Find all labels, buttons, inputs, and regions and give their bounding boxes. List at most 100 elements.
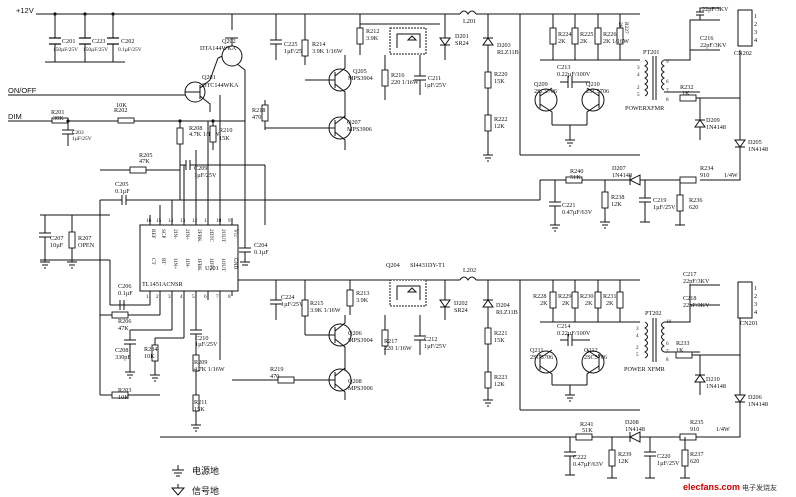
d210-ref: D210 (706, 376, 720, 383)
c222-value: 0.47µF/63V (573, 461, 604, 468)
r226-value: 2K 1/16W (603, 38, 629, 45)
r240-value: 51K (570, 174, 581, 181)
ic-pin-bottom-2: RT (160, 258, 166, 265)
r203-value: 10K (118, 394, 129, 401)
d202-value: SR24 (454, 307, 468, 314)
c207-ref: C207 (50, 235, 63, 242)
c203-ref: C203 (72, 130, 84, 136)
r205-value: 47K (139, 158, 150, 165)
r213-ref: R213 (356, 290, 369, 297)
r219-ref: R219 (270, 366, 283, 373)
cn201-pin: 4 (754, 309, 757, 316)
q202-part: DTA144WKA (200, 45, 237, 52)
cn201-pin: 1 (754, 285, 757, 292)
d206-value: 1N4148 (748, 401, 768, 408)
ic-pin-bottom-4: 1IN- (184, 258, 190, 268)
c215-ref: 22pF/3KV (702, 6, 729, 13)
r240-ref: R240 (570, 168, 583, 175)
d201-ref: D201 (455, 33, 469, 40)
r214-ref: R214 (312, 41, 325, 48)
c225-ref: C225 (284, 41, 297, 48)
c219-ref: C219 (653, 197, 666, 204)
c201-value: 150µF/25V (53, 47, 78, 53)
watermark-site: elecfans.com (683, 482, 740, 492)
cn202-pin: 2 (754, 21, 757, 28)
r221-ref: R221 (494, 330, 507, 337)
r204-value: 10K (144, 353, 155, 360)
d208-ref: D208 (625, 419, 639, 426)
c214-ref: C214 (557, 323, 570, 330)
r211-ref: R211 (194, 399, 207, 406)
ic-pin-bottom-8: GND (232, 258, 238, 269)
watermark: elecfans.com 电子发烧友 (683, 482, 777, 492)
r224-ref: R224 (558, 31, 571, 38)
c205-value: 0.1µF (115, 188, 130, 195)
q209-ref: Q209 (534, 81, 548, 88)
pwm-controller-ic: REF16SCP152IN-142IN+132FBK122DTC112OUT10… (139, 95, 239, 360)
c205-ref: C205 (115, 181, 128, 188)
q209-part: 2SC5706 (534, 88, 557, 95)
r207-ref: R207 (78, 235, 91, 242)
r220-value: 15K (494, 78, 505, 85)
legend-power-ground: 电源地 (192, 465, 219, 477)
pt201-pin-label: 6 (666, 79, 669, 85)
pt201-pin-label: 5 (637, 92, 640, 98)
pt202-pin-label: 4 (636, 333, 639, 339)
r214-value: 3.9K 1/16W (312, 48, 343, 55)
q212-part: 2SC5706 (584, 354, 607, 361)
ic-pin-bottom-7: 1OUT (220, 258, 226, 272)
d204-ref: D204 (496, 302, 510, 309)
c201-ref: C201 (62, 38, 75, 45)
dim-input-network: R201 30K R202 10K C203 1µF/25V (51, 102, 135, 146)
r222-value: 12K (494, 123, 505, 130)
r217-value: 220 1/16W (384, 345, 412, 352)
bottom-current-feedback: R241 51K D208 1N4148 R235 910 1/4W C222 … (160, 419, 741, 479)
d206-ref: D206 (748, 394, 762, 401)
bottom-transformer: PT202 POWER XFMR 3 4 2 5 10 6 7 8 C217 2… (624, 271, 768, 420)
r209-value: 4.7K 1/16W (194, 366, 225, 373)
pt202-pin-label: 5 (636, 352, 639, 358)
c217-ref: C217 (683, 271, 696, 278)
c220-value: 1µF/25V (657, 460, 680, 467)
ic-pin-bottom-num-6: 6 (204, 294, 207, 300)
r238-ref: R238 (611, 194, 624, 201)
d207-value: 1N4148 (612, 172, 632, 179)
c202-ref: C202 (121, 38, 134, 45)
onoff-switch: Q202 DTA144WKA Q201 DTC144WKA (184, 14, 246, 235)
c208-value: 330pF (115, 354, 131, 361)
c225-value: 1µF/25V (284, 48, 307, 55)
ic-pin-bottom-6: 1DTC (208, 258, 214, 272)
q207-part: MPS3906 (347, 126, 372, 133)
pt201-pin-label: 8 (666, 97, 669, 103)
c214-value: 0.22µF/100V (557, 330, 591, 337)
pt201-pin-label: 9 (666, 59, 669, 65)
bottom-ic-network: C206 0.1µF R206 47K C208 330pF R204 10K … (40, 200, 225, 432)
top-driver-stage: C225 1µF/25V R214 3.9K 1/16W R212 3.9K Q… (252, 14, 447, 225)
r239-ref: R239 (618, 451, 631, 458)
pt201-part: POWERXFMR (625, 105, 665, 112)
net-onoff-label: ON/OFF (8, 86, 37, 95)
l201-ref: L201 (463, 18, 476, 25)
r220-ref: R220 (494, 71, 507, 78)
q208-part: MPS3906 (348, 385, 373, 392)
r201-value: 30K (53, 115, 64, 122)
c204-ref: C204 (254, 242, 267, 249)
r221-value: 15K (494, 337, 505, 344)
c204: C204 0.1µF (239, 235, 269, 266)
feedback-network-top: R208 4.7K 1/16W R210 15K R205 47K C209 1… (100, 119, 540, 205)
r234-watt: 1/4W (724, 172, 738, 179)
q202-ref: Q202 (222, 38, 236, 45)
ic-pin-top-7: 2OUT (220, 229, 226, 243)
pt201-pin-label: 4 (637, 72, 640, 78)
c216-ref: C216 (700, 35, 713, 42)
r203-ref: R203 (118, 387, 131, 394)
ic-pin-bottom-5: 1FBK (196, 258, 202, 271)
ic-pin-top-num-3: 14 (168, 218, 174, 224)
r202-ref: R202 (114, 107, 127, 114)
r230-value: 2K (585, 300, 593, 307)
q210-ref: Q210 (586, 81, 600, 88)
q211-part: 2SC5706 (530, 354, 553, 361)
c212-value: 1µF/25V (424, 343, 447, 350)
d204-value: RLZ11B (496, 309, 518, 316)
ic-pin-top-num-4: 13 (180, 218, 186, 224)
